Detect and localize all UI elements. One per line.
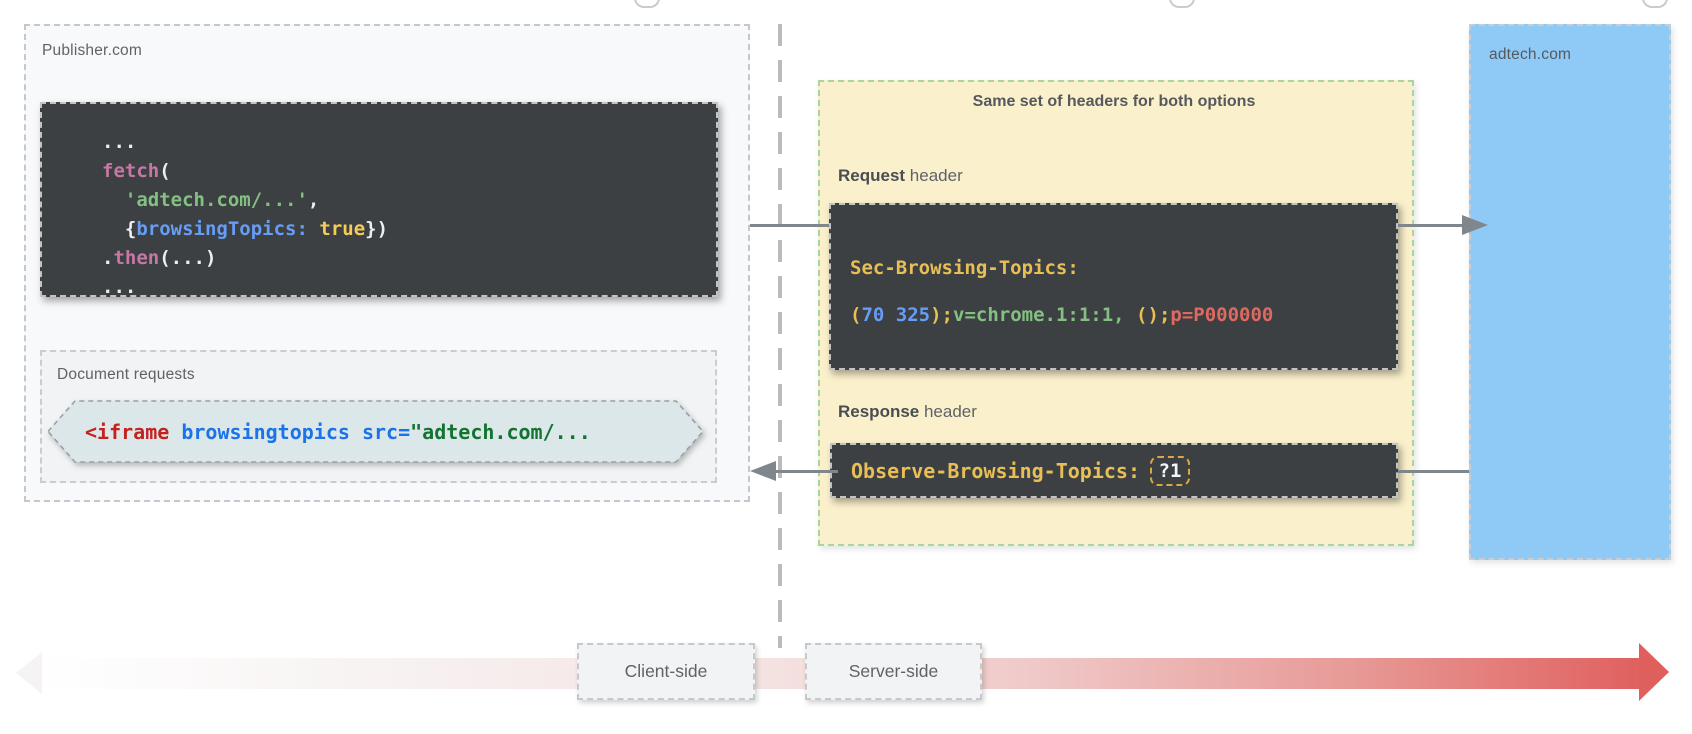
response-arrow-to-publisher	[774, 470, 838, 473]
code-line: 'adtech.com/...',	[124, 189, 320, 211]
client-side-label: Client-side	[624, 661, 708, 681]
code-line: Sec-Browsing-Topics:	[850, 257, 1079, 279]
request-arrowhead-icon	[1462, 215, 1488, 235]
timeline-arrowhead-icon	[1639, 643, 1669, 701]
cropped-shape-mark	[1169, 0, 1195, 8]
request-header-label: Request header	[838, 166, 963, 185]
code-line: fetch(	[102, 160, 171, 182]
publisher-label: Publisher.com	[42, 42, 142, 59]
headers-panel-title: Same set of headers for both options	[972, 93, 1256, 110]
response-arrow-from-adtech	[1398, 470, 1469, 473]
response-header-label: Response header	[838, 402, 977, 421]
iframe-tag-hexagon	[48, 400, 703, 463]
request-header-code-block: Sec-Browsing-Topics: (70 325);v=chrome.1…	[829, 203, 1398, 370]
iframe-code-line: <iframe browsingtopics src="adtech.com/.…	[85, 419, 591, 444]
code-line: {browsingTopics: true})	[102, 218, 389, 240]
client-side-label-box: Client-side	[577, 643, 755, 700]
server-side-label: Server-side	[848, 661, 939, 681]
response-header-code-block: Observe-Browsing-Topics: ?1	[830, 443, 1398, 498]
observe-flag-value: ?1	[1149, 455, 1190, 486]
request-arrow-from-publisher	[750, 224, 829, 227]
cropped-shape-mark	[634, 0, 660, 8]
adtech-box: adtech.com	[1469, 24, 1671, 560]
code-line: (70 325);v=chrome.1:1:1, ();p=P000000	[850, 304, 1274, 326]
code-line: ...	[102, 131, 137, 153]
code-line: .then(...)	[102, 247, 217, 269]
client-server-divider-line	[778, 24, 782, 648]
cropped-shape-mark	[1642, 0, 1668, 8]
code-line: ...	[102, 276, 137, 298]
document-requests-label: Document requests	[57, 366, 195, 383]
timeline-left-faded-arrowhead	[16, 652, 42, 694]
response-arrowhead-icon	[750, 461, 776, 481]
request-arrow-to-adtech	[1398, 224, 1462, 227]
adtech-label: adtech.com	[1489, 46, 1572, 63]
fetch-code-block: ... fetch( 'adtech.com/...', {browsingTo…	[40, 102, 718, 298]
server-side-label-box: Server-side	[805, 643, 982, 700]
code-line: Observe-Browsing-Topics:	[851, 458, 1140, 483]
